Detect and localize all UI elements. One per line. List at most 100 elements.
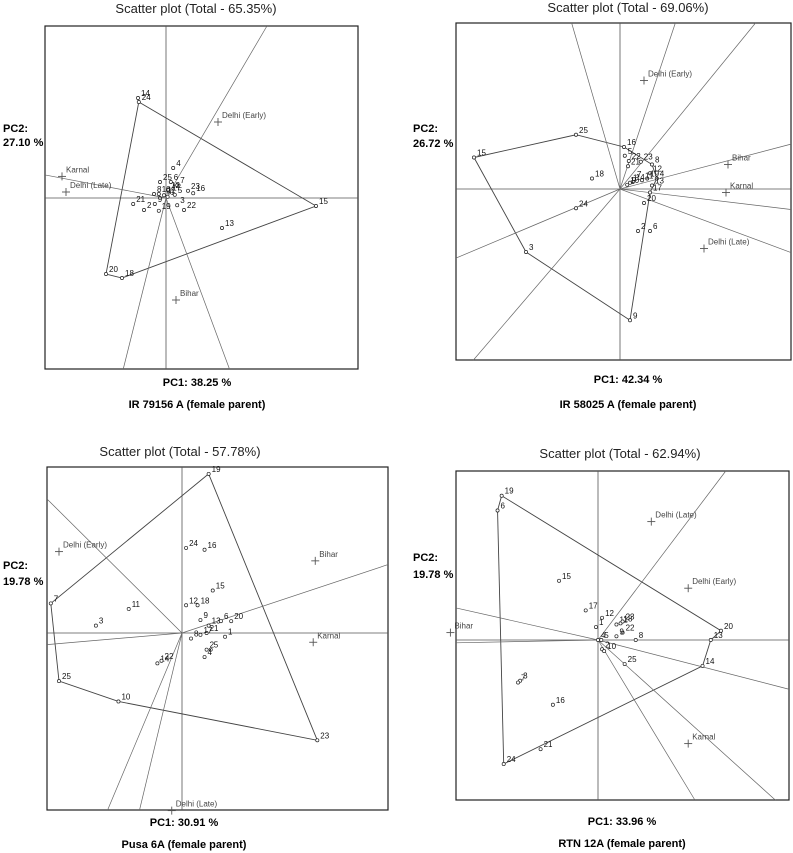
- sector-ray: [122, 197, 167, 370]
- genotype-label: 16: [627, 138, 636, 147]
- genotype-label: 15: [477, 149, 486, 158]
- environment-label: Delhi (Late): [70, 181, 112, 190]
- pc1-label: PC1: 42.34 %: [594, 374, 663, 386]
- panel-caption: RTN 12A (female parent): [558, 838, 686, 850]
- genotype-label: 6: [174, 173, 179, 182]
- environment-label: Bihar: [454, 622, 473, 631]
- genotype-point: [626, 164, 630, 169]
- environment-label: Karnal: [317, 631, 340, 640]
- genotype-point: [167, 190, 172, 195]
- sector-ray: [455, 188, 621, 259]
- environment-label: Delhi (Early): [648, 70, 692, 79]
- genotype-point: [596, 638, 600, 642]
- genotype-label: 10: [162, 185, 171, 194]
- genotype-point: [315, 738, 320, 743]
- genotype-label: 14: [141, 89, 150, 98]
- genotype-point: [126, 607, 131, 611]
- genotype-label: 15: [562, 572, 571, 581]
- genotype-label: 5: [604, 631, 609, 640]
- genotype-point: [204, 647, 209, 652]
- genotype-point: [622, 153, 627, 158]
- genotype-point: [152, 202, 157, 206]
- genotype-label: 2: [147, 201, 152, 210]
- genotype-point: [172, 192, 177, 197]
- genotype-point: [625, 182, 630, 187]
- genotype-label: 21: [136, 195, 145, 204]
- genotype-point: [583, 608, 588, 613]
- genotype-point: [120, 276, 124, 280]
- pc2-label-line1: PC2:: [413, 552, 438, 564]
- genotype-point: [495, 508, 500, 513]
- panel-pusa-6a: Scatter plot (Total - 57.78%) Delhi (Ear…: [3, 444, 389, 851]
- genotype-point: [654, 176, 659, 181]
- genotype-label: 3: [529, 243, 534, 252]
- panel-title: Scatter plot (Total - 65.35%): [115, 1, 276, 16]
- genotype-label: 18: [595, 170, 604, 179]
- sector-ray: [165, 25, 268, 199]
- sector-ray: [46, 632, 183, 645]
- genotype-label: 19: [212, 465, 221, 474]
- genotype-label: 3: [523, 672, 528, 681]
- genotype-label: 15: [319, 197, 328, 206]
- environment-label: Delhi (Late): [176, 800, 218, 809]
- environment-label: Delhi (Late): [655, 511, 697, 520]
- genotype-point: [622, 662, 627, 667]
- genotype-point: [472, 155, 476, 160]
- genotype-point: [574, 132, 578, 137]
- panel-title: Scatter plot (Total - 69.06%): [547, 0, 708, 15]
- sector-ray: [165, 197, 230, 370]
- plot-frame: [46, 466, 389, 811]
- genotype-point: [93, 623, 98, 628]
- genotype-label: 21: [210, 624, 219, 633]
- genotype-label: 2: [605, 640, 610, 649]
- genotype-point: [524, 250, 528, 254]
- genotype-label: 6: [653, 222, 658, 231]
- genotype-label: 3: [180, 196, 185, 205]
- sector-ray: [46, 498, 183, 634]
- environment-label: Karnal: [692, 733, 715, 742]
- genotype-label: 1: [228, 628, 233, 637]
- genotype-label: 8: [194, 630, 199, 639]
- genotype-label: 18: [201, 596, 210, 605]
- genotype-point: [198, 618, 203, 623]
- genotype-point: [628, 318, 632, 323]
- sector-ray: [571, 22, 621, 190]
- genotype-point: [206, 471, 211, 476]
- genotype-label: 13: [714, 631, 723, 640]
- genotype-point: [626, 159, 631, 163]
- genotype-point: [708, 638, 713, 642]
- environment-label: Delhi (Late): [708, 238, 750, 247]
- genotype-point: [142, 208, 146, 212]
- sector-ray: [473, 188, 621, 361]
- genotype-point: [202, 655, 207, 660]
- genotype-label: 16: [196, 184, 205, 193]
- pc1-label: PC1: 38.25 %: [163, 377, 232, 389]
- environment-label: Bihar: [319, 550, 338, 559]
- genotype-label: 14: [160, 654, 169, 663]
- environment-label: Karnal: [730, 182, 753, 191]
- genotype-point: [600, 615, 605, 620]
- genotype-point: [198, 632, 203, 637]
- genotype-point: [638, 159, 643, 164]
- plot-frame: [44, 25, 359, 370]
- genotype-label: 5: [628, 147, 633, 156]
- genotype-point: [136, 96, 140, 100]
- genotype-label: 13: [225, 219, 234, 228]
- genotype-label: 4: [176, 159, 181, 168]
- genotype-point: [648, 229, 652, 233]
- pc1-label: PC1: 30.91 %: [150, 817, 219, 829]
- environment-label: Bihar: [732, 154, 751, 163]
- genotype-label: 20: [109, 265, 118, 274]
- genotype-point: [184, 545, 189, 550]
- sector-ray: [455, 607, 599, 641]
- sector-ray: [619, 143, 792, 190]
- genotype-label: 21: [631, 157, 640, 166]
- genotype-point: [229, 619, 234, 624]
- genotype-label: 1: [171, 188, 176, 197]
- genotype-point: [516, 680, 521, 685]
- genotype-label: 2: [210, 641, 215, 650]
- genotype-label: 9: [203, 611, 208, 620]
- genotype-point: [557, 578, 562, 583]
- genotype-point: [168, 180, 173, 184]
